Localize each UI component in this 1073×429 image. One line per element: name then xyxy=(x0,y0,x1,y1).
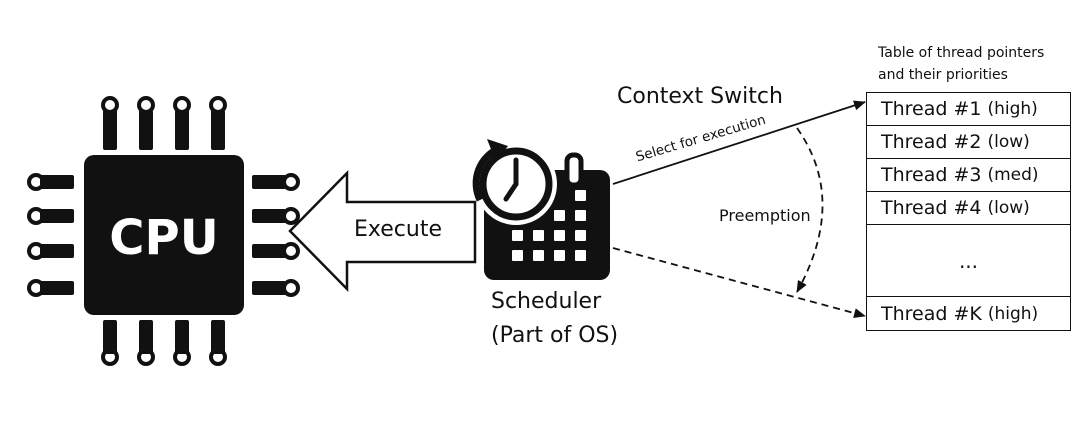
scheduler-calendar-clock-icon xyxy=(472,139,610,280)
table-row: Thread #2 (low) xyxy=(867,126,1070,159)
thread-name: Thread #K xyxy=(881,302,982,325)
thread-priority: (low) xyxy=(987,198,1030,218)
execute-label: Execute xyxy=(354,217,442,242)
thread-priority: (high) xyxy=(987,99,1038,119)
cpu-right-pins xyxy=(252,173,300,297)
table-row: Thread #4 (low) xyxy=(867,192,1070,225)
ellipsis: ... xyxy=(958,248,979,273)
thread-priority: (high) xyxy=(987,303,1039,324)
thread-name: Thread #4 xyxy=(881,197,982,219)
cpu-chip-body xyxy=(84,155,244,315)
thread-name: Thread #2 xyxy=(881,131,982,153)
scheduler-label: Scheduler (Part of OS) xyxy=(491,285,618,353)
cpu-top-pins xyxy=(101,96,227,150)
table-caption: Table of thread pointers and their prior… xyxy=(878,42,1044,86)
cpu-label: CPU xyxy=(109,210,218,266)
cpu-chip-icon: CPU xyxy=(27,96,300,366)
thread-priority: (med) xyxy=(987,165,1039,185)
scheduler-label-line1: Scheduler xyxy=(491,289,602,314)
table-row: Thread #K (high) xyxy=(867,297,1070,330)
table-row: Thread #1 (high) xyxy=(867,93,1070,126)
scheduler-label-line2: (Part of OS) xyxy=(491,323,619,348)
select-arrow xyxy=(612,100,866,185)
dashed-arrow-to-thread-k xyxy=(612,247,866,318)
execute-arrow-icon xyxy=(288,169,477,293)
preemption-label: Preemption xyxy=(719,206,811,225)
context-switch-label: Context Switch xyxy=(617,84,783,109)
table-ellipsis-row: ... xyxy=(867,225,1070,297)
thread-table: Thread #1 (high) Thread #2 (low) Thread … xyxy=(866,92,1071,331)
thread-name: Thread #1 xyxy=(881,98,982,120)
table-row: Thread #3 (med) xyxy=(867,159,1070,192)
table-caption-line1: Table of thread pointers xyxy=(878,45,1045,61)
cpu-left-pins xyxy=(27,173,74,297)
thread-priority: (low) xyxy=(987,132,1030,152)
thread-name: Thread #3 xyxy=(881,164,982,186)
cpu-bottom-pins xyxy=(101,320,227,366)
preemption-arc xyxy=(796,127,824,293)
calendar-grid xyxy=(512,190,586,261)
table-caption-line2: and their priorities xyxy=(878,67,1008,83)
